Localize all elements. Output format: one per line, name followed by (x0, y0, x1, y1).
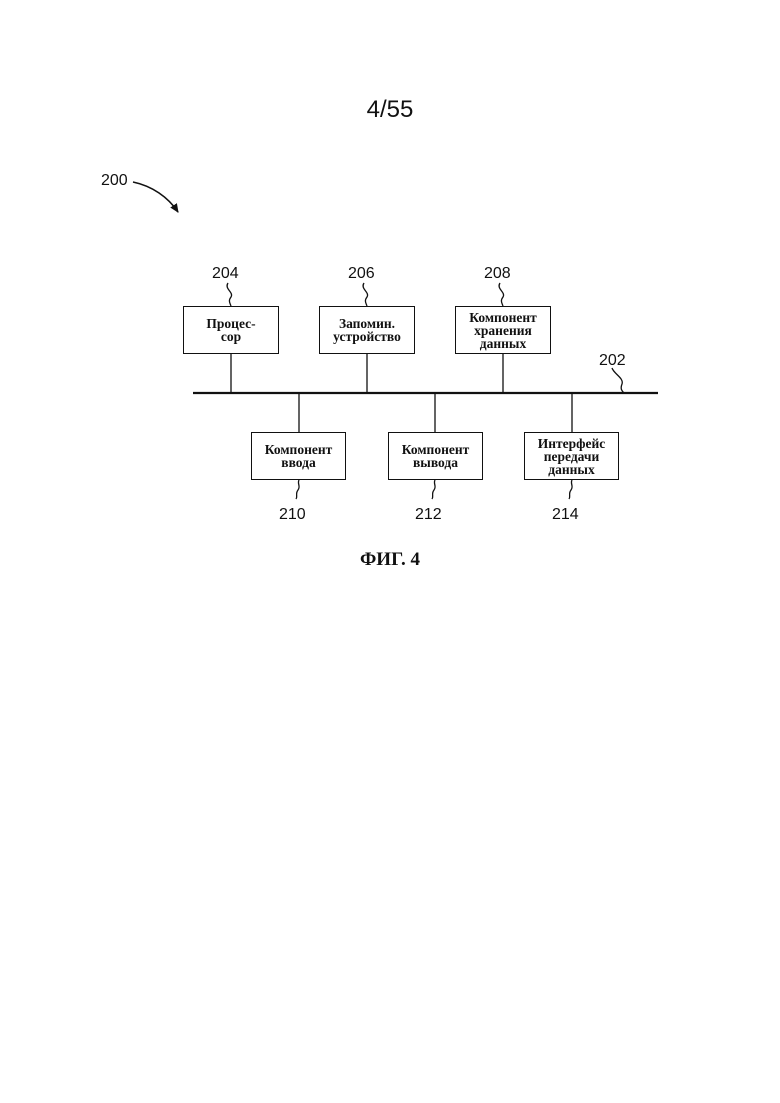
output-box: Компонент вывода (388, 432, 483, 480)
figure-caption: ФИГ. 4 (0, 549, 780, 571)
leader-204 (227, 283, 232, 306)
comm-interface-box: Интерфейс передачи данных (524, 432, 619, 480)
input-box: Компонент ввода (251, 432, 346, 480)
leader-208 (499, 283, 504, 306)
storage-box: Компонент хранения данных (455, 306, 551, 354)
ref-208: 208 (484, 265, 511, 283)
ref-206: 206 (348, 265, 375, 283)
leader-206 (363, 283, 368, 306)
processor-line-2: сор (221, 330, 241, 343)
leader-210 (296, 480, 299, 499)
ref-210: 210 (279, 506, 306, 524)
comm-line-2: передачи (544, 450, 600, 463)
memory-line-2: устройство (333, 330, 401, 343)
memory-box: Запомин. устройство (319, 306, 415, 354)
comm-line-3: данных (548, 463, 594, 476)
bus-leader (612, 368, 624, 393)
leader-214 (569, 480, 572, 499)
storage-line-1: Компонент (469, 311, 537, 324)
output-line-2: вывода (413, 456, 458, 469)
figure-ref-arrow (133, 182, 178, 212)
input-line-2: ввода (281, 456, 315, 469)
leader-212 (432, 480, 435, 499)
bus-ref-label: 202 (599, 352, 626, 370)
ref-212: 212 (415, 506, 442, 524)
comm-line-1: Интерфейс (538, 437, 606, 450)
figure-ref-label: 200 (101, 172, 128, 190)
storage-line-3: данных (480, 337, 526, 350)
storage-line-2: хранения (474, 324, 532, 337)
ref-214: 214 (552, 506, 579, 524)
processor-box: Процес- сор (183, 306, 279, 354)
ref-204: 204 (212, 265, 239, 283)
